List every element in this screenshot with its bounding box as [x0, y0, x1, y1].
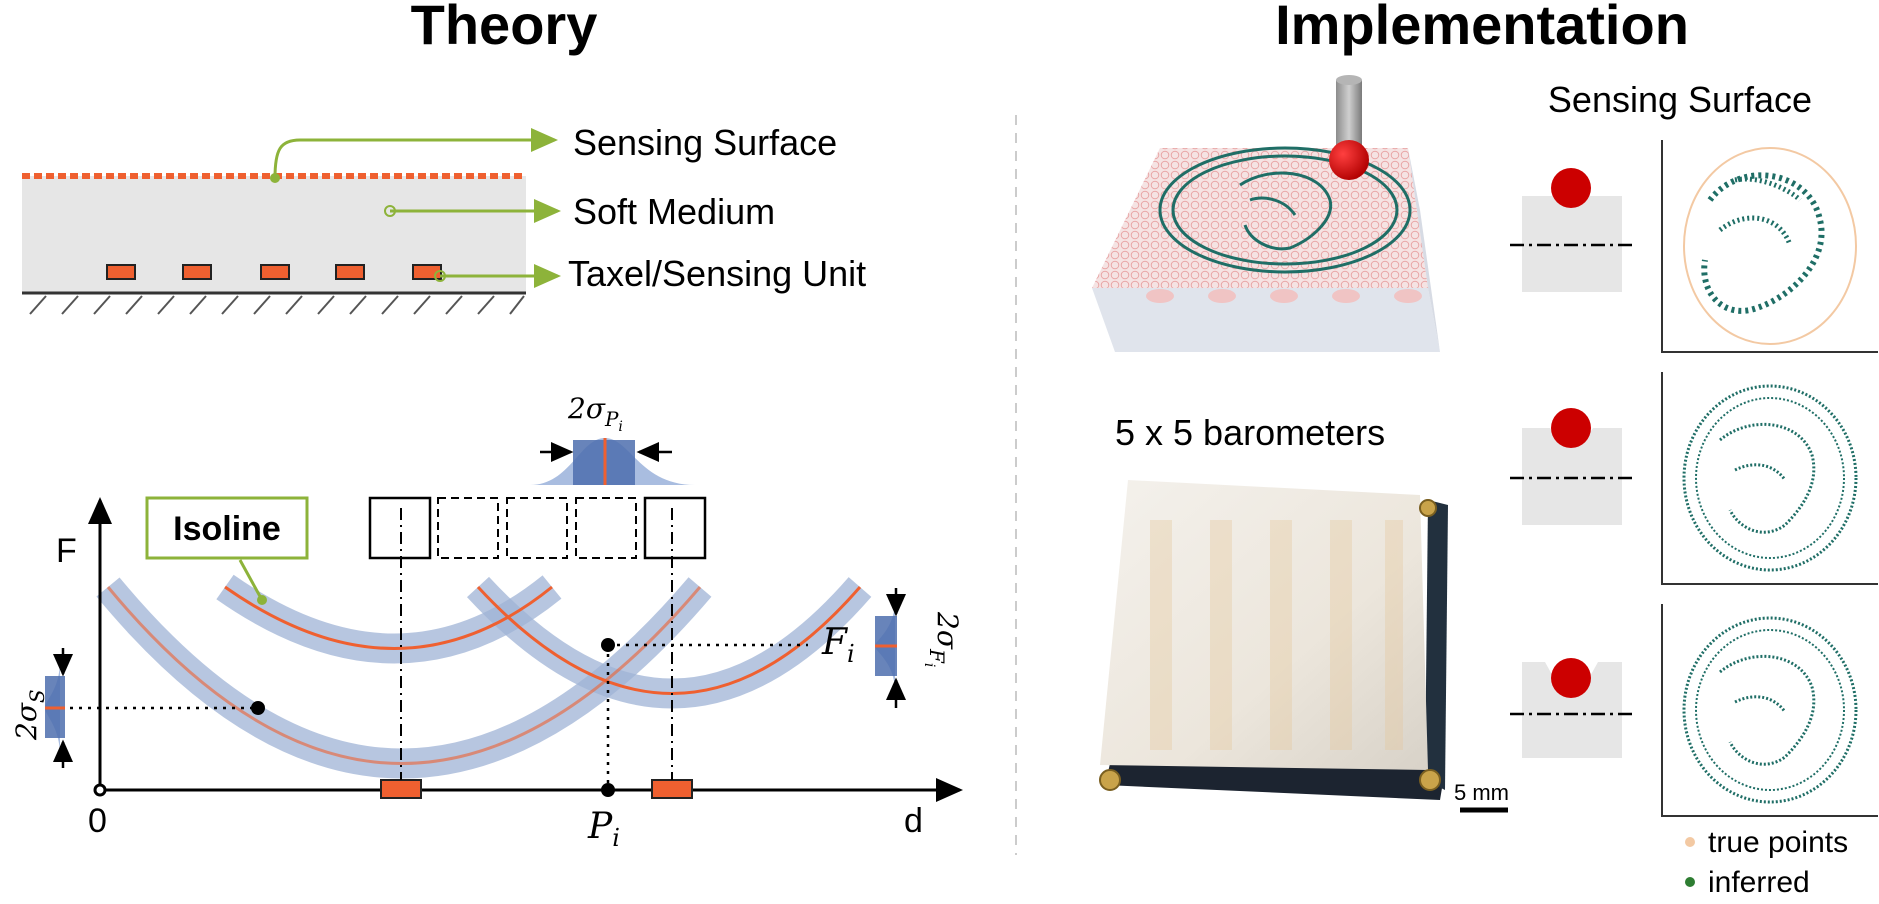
rendered-sensor: [1092, 75, 1440, 352]
isoline-leader: [238, 559, 264, 601]
callout-dot: [434, 270, 446, 282]
box-dashed: [437, 497, 499, 559]
measurement-point: [251, 701, 265, 715]
box-dashed: [506, 497, 568, 559]
isoline-callout-box: [145, 496, 309, 560]
taxel: [335, 264, 365, 280]
taxel: [182, 264, 212, 280]
indent-block: [1522, 662, 1622, 758]
ground-hatching: [29, 295, 525, 315]
legend-label-inferred: inferred: [1708, 866, 1810, 899]
callout-sensing-surface: [273, 128, 558, 179]
barometers-label: 5 x 5 barometers: [1115, 412, 1385, 453]
box-dashed: [575, 497, 637, 559]
coin-engraving: [1158, 146, 1412, 274]
box-solid-right: [643, 496, 707, 560]
theory-title: Theory: [411, 0, 598, 56]
legend-label-true: true points: [1708, 826, 1848, 859]
sensor-schematic: Sensing Surface Soft Medium Taxel/Sensin…: [22, 122, 866, 315]
isoline-plot: F d 0 2σPi: [10, 392, 964, 852]
indent-ball: [1551, 408, 1591, 448]
taxel-on-axis: [651, 779, 693, 799]
callout-dot: [384, 205, 396, 217]
screw: [1419, 499, 1437, 517]
intersection-point: [601, 638, 615, 652]
origin-label: 0: [88, 802, 107, 840]
gel-internal-columns: [1150, 520, 1403, 750]
taxel-row: [106, 264, 442, 280]
legend-swatch-inferred: [1685, 877, 1695, 887]
result-panel-2: [1661, 372, 1878, 585]
f-i-label: Fi: [821, 622, 855, 668]
result-panel-3: [1661, 604, 1878, 817]
screw: [1419, 769, 1441, 791]
sigma-f-distribution: 2σFi: [875, 588, 964, 708]
implementation-title: Implementation: [1275, 0, 1689, 56]
label-taxel: Taxel/Sensing Unit: [568, 253, 866, 294]
sensor-photo: 5 mm: [1099, 480, 1509, 813]
sensor-mesh: [1092, 148, 1428, 288]
indent-ball: [1551, 168, 1591, 208]
scale-label: 5 mm: [1454, 780, 1509, 805]
pcb-side: [1425, 500, 1448, 790]
gel-block: [1100, 480, 1428, 770]
indent-diagram-1: [1510, 168, 1636, 292]
probe-rod-top: [1336, 75, 1362, 85]
sigma-p-distribution: 2σPi: [530, 392, 695, 485]
sensor-front-face: [1092, 288, 1440, 352]
taxel-on-axis: [380, 779, 422, 799]
axis-d-label: d: [904, 802, 923, 840]
probe-ball: [1329, 140, 1369, 180]
p-i-label: Pi: [587, 806, 620, 852]
sensor-side-face: [1408, 148, 1440, 352]
sigma-f-label: 2σFi: [921, 611, 964, 667]
taxel: [260, 264, 290, 280]
screw: [1099, 769, 1121, 791]
indent-ball: [1551, 658, 1591, 698]
axis-f-label: F: [56, 532, 77, 570]
sensing-surface-heading: Sensing Surface: [1548, 79, 1812, 120]
callout-dot: [270, 173, 280, 183]
label-soft-medium: Soft Medium: [573, 191, 775, 232]
probe-rod: [1336, 80, 1362, 150]
sigma-s-distribution: 2σS: [10, 648, 73, 768]
p-i-point: [601, 783, 615, 797]
legend: true points inferred: [1685, 826, 1848, 899]
isoline-leader-dot: [257, 595, 267, 605]
label-sensing-surface: Sensing Surface: [573, 122, 837, 163]
sigma-p-label: 2σPi: [567, 392, 623, 435]
indent-block: [1522, 428, 1622, 525]
sigma-s-label: 2σS: [10, 689, 49, 741]
result-panel-1: [1661, 140, 1878, 353]
taxel-axes: [400, 508, 673, 780]
indent-diagram-3: [1510, 658, 1636, 758]
indent-diagram-2: [1510, 408, 1636, 525]
box-solid-left: [368, 496, 432, 560]
isoline-label: Isoline: [173, 510, 281, 548]
legend-swatch-true: [1685, 837, 1695, 847]
origin-dot: [93, 783, 107, 797]
taxel: [106, 264, 136, 280]
sensor-taxel-bumps: [1146, 289, 1422, 303]
